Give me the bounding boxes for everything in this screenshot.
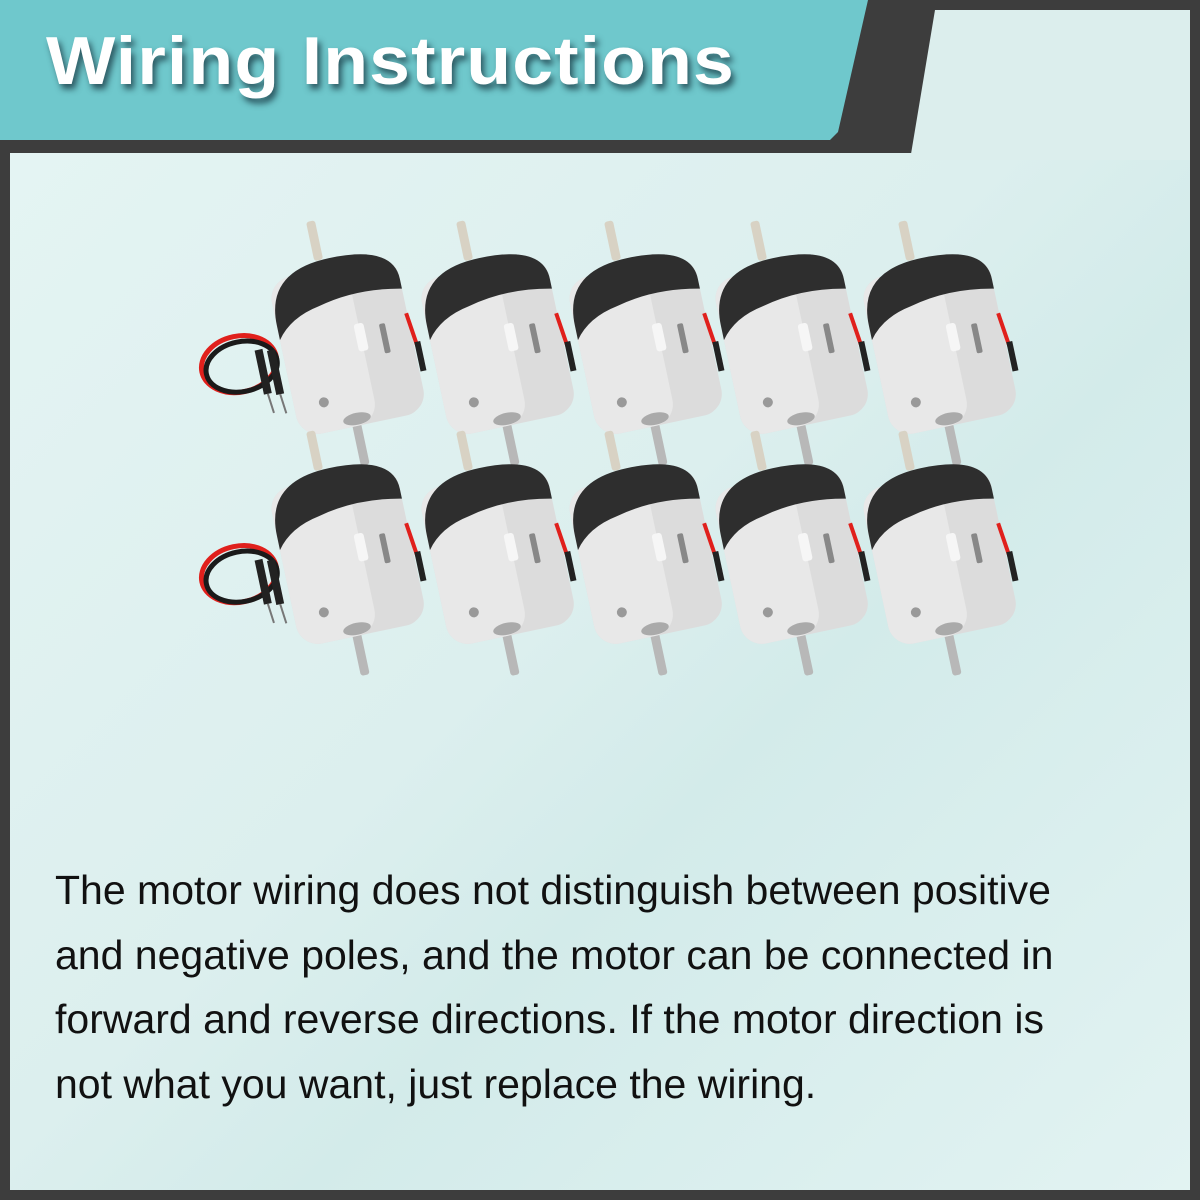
page-title: Wiring Instructions (46, 23, 735, 99)
motor (863, 220, 1019, 466)
wiring-description: The motor wiring does not distinguish be… (55, 858, 1165, 1116)
motor (863, 430, 1019, 676)
description-line: not what you want, just replace the wiri… (55, 1060, 817, 1107)
header-banner (0, 0, 1190, 160)
motor (569, 430, 725, 676)
motor (715, 430, 871, 676)
description-line: The motor wiring does not distinguish be… (55, 867, 1051, 913)
motor (198, 430, 427, 676)
motor (421, 430, 577, 676)
motor (198, 220, 427, 466)
description-line: and negative poles, and the motor can be… (55, 931, 1054, 978)
motor (569, 220, 725, 466)
motor (715, 220, 871, 466)
motor (421, 220, 577, 466)
description-line: forward and reverse directions. If the m… (55, 996, 1044, 1042)
